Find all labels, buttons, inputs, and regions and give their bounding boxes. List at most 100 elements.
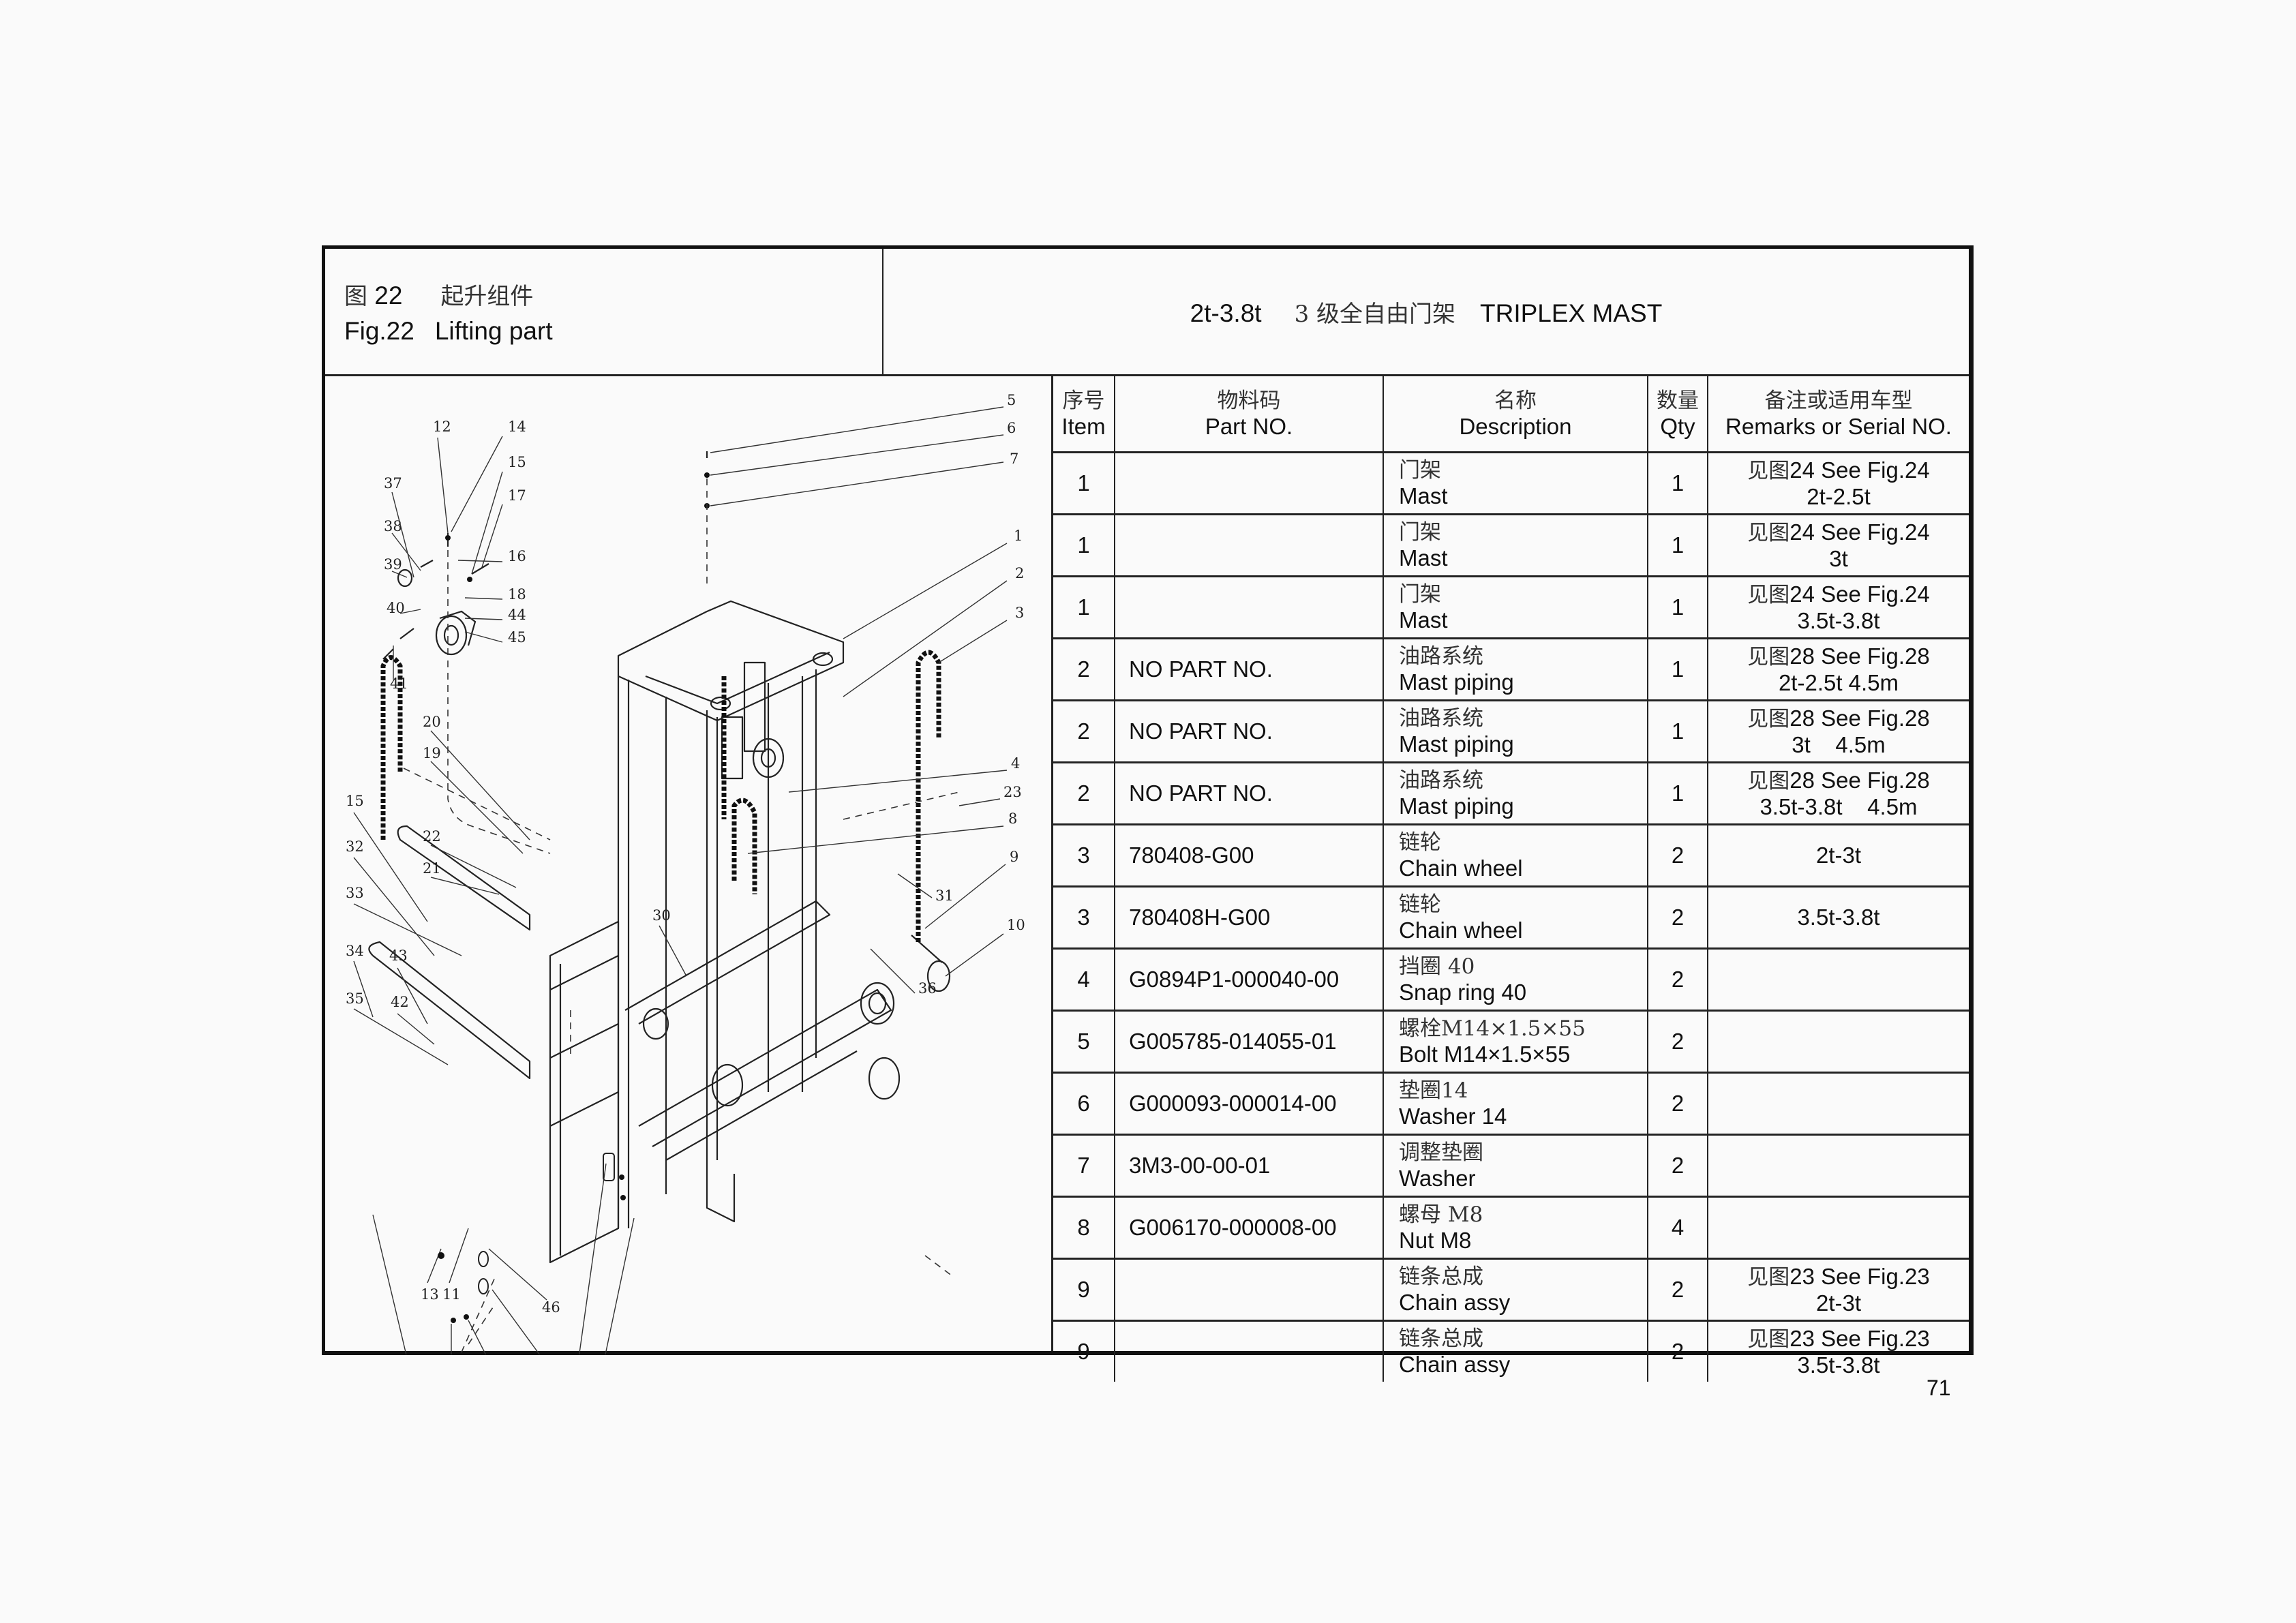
cell-desc-en: Snap ring 40 (1399, 980, 1527, 1005)
cell-desc-en: Nut M8 (1399, 1228, 1472, 1253)
cell-desc-cn: 门架 (1399, 520, 1441, 545)
cell-item: 1 (1053, 451, 1115, 515)
cell-item: 2 (1077, 656, 1090, 682)
cell-desc-en: Mast (1399, 483, 1448, 509)
cell-item: 9 (1077, 1339, 1090, 1364)
cell-part-no: NO PART NO. (1114, 637, 1384, 701)
callout-number: 32 (346, 838, 364, 855)
callout-number: 8 (1008, 810, 1017, 827)
model-range: 2t-3.8t (1190, 299, 1262, 327)
cell-desc-en: Chain wheel (1399, 855, 1523, 881)
cell-part-no (1114, 451, 1384, 515)
cell-part-no: G006170-000008-00 (1114, 1196, 1384, 1260)
cell-remark-2: 3.5t-3.8t (1797, 607, 1880, 633)
callout-number: 45 (508, 629, 526, 646)
cell-qty: 1 (1671, 470, 1685, 496)
cell-qty: 4 (1647, 1196, 1708, 1260)
cell-desc-cn: 螺母 M8 (1399, 1202, 1483, 1227)
cell-remark-2: 2t-2.5t (1807, 483, 1871, 509)
cell-desc-cn: 链条总成 (1399, 1326, 1483, 1351)
fig-title-cn: 起升组件 (440, 283, 534, 310)
cell-part-no (1114, 1320, 1384, 1382)
cell-desc-en: Bolt M14×1.5×55 (1399, 1042, 1571, 1067)
page-number: 71 (1927, 1376, 1951, 1400)
cell-qty: 2 (1647, 823, 1708, 888)
callout-number: 33 (346, 885, 364, 901)
callout-number: 15 (346, 793, 364, 809)
callout-number: 12 (433, 419, 451, 435)
cell-qty: 2 (1671, 967, 1685, 992)
triplex-mast-drawing: 1214561573717381613918240444534120419231… (346, 392, 1025, 1354)
cell-item: 9 (1053, 1258, 1115, 1322)
cell-part-no: G005785-014055-01 (1114, 1010, 1384, 1074)
cell-remark-2: 3.5t-3.8t 4.5m (1759, 793, 1918, 819)
cell-qty: 2 (1671, 1339, 1685, 1364)
cell-part-no: 780408H-G00 (1129, 905, 1271, 930)
callout-number: 38 (384, 518, 402, 534)
callout-number: 30 (652, 907, 671, 924)
cell-qty: 1 (1671, 780, 1685, 806)
cell-desc-en: Mast (1399, 607, 1448, 633)
cell-item: 8 (1077, 1215, 1090, 1240)
cell-qty: 1 (1671, 718, 1685, 744)
cell-item: 3 (1053, 885, 1115, 950)
callout-number: 22 (423, 828, 441, 845)
cell-part-no: G0894P1-000040-00 (1129, 967, 1340, 992)
mast-type-en: TRIPLEX MAST (1480, 299, 1663, 327)
cell-qty: 2 (1671, 1277, 1685, 1302)
cell-remarks (1707, 947, 1969, 1012)
cell-desc-cn: 挡圈 40 (1399, 954, 1475, 979)
cell-part-no (1114, 1258, 1384, 1322)
cell-item: 2 (1053, 637, 1115, 701)
callout-number: 21 (423, 860, 441, 877)
cell-desc-cn: 门架 (1399, 458, 1441, 483)
cell-desc-cn: 链条总成 (1399, 1264, 1483, 1289)
cell-qty: 1 (1671, 594, 1685, 620)
callout-number: 34 (346, 943, 364, 959)
cell-remark-1: 见图23 See Fig.23 (1747, 1325, 1930, 1352)
cell-remark-2: 3t (1829, 545, 1848, 571)
cell-item: 1 (1077, 594, 1090, 620)
cell-qty: 4 (1671, 1215, 1685, 1240)
cell-desc-en: Chain assy (1399, 1290, 1511, 1315)
callout-number: 10 (1007, 917, 1025, 933)
cell-item: 6 (1077, 1091, 1090, 1116)
cell-desc-en: Mast (1399, 545, 1448, 571)
callout-number: 23 (1003, 784, 1022, 800)
cell-item: 3 (1077, 905, 1090, 930)
callout-number: 42 (391, 994, 409, 1010)
cell-part-no: G000093-000014-00 (1129, 1091, 1337, 1116)
callout-number: 44 (508, 607, 526, 623)
cell-part-no: G006170-000008-00 (1129, 1215, 1337, 1240)
cell-qty: 2 (1647, 1134, 1708, 1198)
cell-item: 1 (1077, 470, 1090, 496)
cell-qty: 1 (1647, 575, 1708, 639)
callout-number: 1 (1014, 528, 1023, 544)
cell-part-no: 780408-G00 (1114, 823, 1384, 888)
callout-number: 16 (508, 548, 526, 564)
